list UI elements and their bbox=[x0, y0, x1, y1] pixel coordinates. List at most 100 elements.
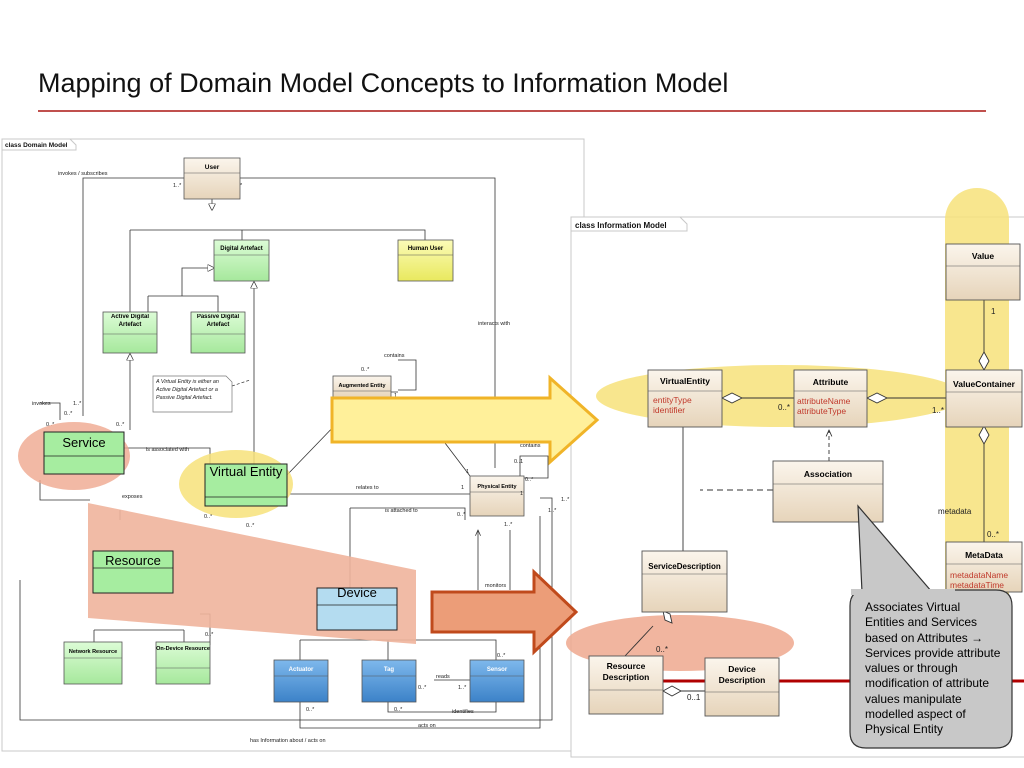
svg-text:entityType: entityType bbox=[653, 395, 692, 405]
svg-text:invokes: invokes bbox=[32, 401, 51, 407]
svg-text:Digital Artefact: Digital Artefact bbox=[220, 246, 262, 252]
svg-text:0..1: 0..1 bbox=[687, 693, 701, 702]
line-artefact-generalization bbox=[181, 268, 214, 296]
svg-text:1: 1 bbox=[461, 485, 464, 491]
info-relationships bbox=[624, 300, 985, 692]
svg-text:0..*: 0..* bbox=[205, 632, 214, 638]
svg-text:*: * bbox=[240, 183, 243, 189]
svg-text:0..*: 0..* bbox=[204, 514, 213, 520]
overlay-virtual-entity: Virtual Entity bbox=[204, 463, 288, 507]
svg-text:interacts with: interacts with bbox=[478, 321, 510, 327]
line-artefact-children bbox=[148, 295, 219, 318]
svg-text:1: 1 bbox=[466, 469, 469, 475]
svg-text:0..*: 0..* bbox=[778, 403, 790, 412]
svg-text:is associated with: is associated with bbox=[146, 447, 189, 453]
svg-text:Attribute: Attribute bbox=[813, 377, 849, 387]
overlay-resource: Resource bbox=[92, 550, 174, 594]
svg-text:is attached to: is attached to bbox=[385, 508, 418, 514]
svg-text:1: 1 bbox=[520, 491, 523, 497]
svg-text:monitors: monitors bbox=[485, 583, 506, 589]
svg-text:1..*: 1..* bbox=[548, 508, 557, 514]
overlay-device: Device bbox=[316, 585, 398, 631]
svg-text:Actuator: Actuator bbox=[289, 667, 314, 673]
callout-text: Associates Virtual Entities and Services… bbox=[865, 600, 1001, 737]
domain-labels: invokes / subscribes interacts with cont… bbox=[32, 171, 570, 744]
svg-text:0..*: 0..* bbox=[525, 477, 534, 483]
svg-text:1..*: 1..* bbox=[173, 183, 182, 189]
svg-text:0..*: 0..* bbox=[497, 653, 506, 659]
svg-text:1..*: 1..* bbox=[504, 522, 513, 528]
class-network-resource: Network Resource bbox=[63, 641, 123, 685]
callout-seam-cover bbox=[851, 589, 955, 595]
class-association: Association bbox=[772, 460, 884, 523]
svg-text:metadataTime: metadataTime bbox=[950, 580, 1004, 590]
svg-text:1..*: 1..* bbox=[73, 401, 82, 407]
mapping-arrow-virtual-entity bbox=[330, 374, 600, 466]
svg-text:Human User: Human User bbox=[408, 246, 444, 252]
class-human-user: Human User bbox=[397, 239, 454, 282]
svg-text:MetaData: MetaData bbox=[965, 550, 1003, 560]
svg-text:contains: contains bbox=[384, 353, 405, 359]
svg-text:1..*: 1..* bbox=[561, 497, 570, 503]
svg-text:0..*: 0..* bbox=[64, 411, 73, 417]
svg-text:1..*: 1..* bbox=[458, 685, 467, 691]
svg-text:identifier: identifier bbox=[653, 405, 685, 415]
class-sensor: Sensor bbox=[469, 659, 525, 703]
svg-text:0..*: 0..* bbox=[394, 707, 403, 713]
svg-text:1: 1 bbox=[394, 393, 397, 399]
class-physical-entity: Physical Entity bbox=[469, 475, 525, 517]
line-has-information bbox=[19, 497, 553, 721]
svg-text:metadataName: metadataName bbox=[950, 570, 1008, 580]
line-is-attached-to bbox=[350, 507, 466, 520]
class-device-description: Device Description bbox=[704, 657, 780, 717]
svg-text:Augmented Entity: Augmented Entity bbox=[338, 383, 386, 389]
svg-text:exposes: exposes bbox=[122, 494, 143, 500]
svg-text:0..*: 0..* bbox=[656, 645, 668, 654]
svg-text:0..*: 0..* bbox=[457, 512, 466, 518]
svg-text:identifies: identifies bbox=[452, 709, 474, 715]
mapping-arrow-service bbox=[430, 568, 579, 656]
line-identifies bbox=[387, 702, 497, 713]
class-metadata: MetaData metadataName metadataTime bbox=[945, 541, 1023, 593]
domain-model: class Domain Model bbox=[1, 138, 585, 752]
svg-text:ServiceDescription: ServiceDescription bbox=[648, 562, 721, 571]
svg-text:has Information about / acts o: has Information about / acts on bbox=[250, 738, 326, 744]
class-actuator: Actuator bbox=[273, 659, 329, 703]
svg-text:0..*: 0..* bbox=[46, 422, 55, 428]
info-frame-label: class Information Model bbox=[575, 221, 667, 230]
svg-text:0..*: 0..* bbox=[306, 707, 315, 713]
line-sd-resourcedescription bbox=[624, 625, 654, 657]
class-value-container: ValueContainer bbox=[945, 369, 1023, 428]
svg-text:0..*: 0..* bbox=[246, 523, 255, 529]
svg-text:Network Resource: Network Resource bbox=[69, 649, 117, 655]
class-value: Value bbox=[945, 243, 1021, 301]
svg-text:Service: Service bbox=[62, 435, 105, 450]
line-invokes bbox=[40, 402, 61, 420]
svg-text:Physical Entity: Physical Entity bbox=[477, 484, 517, 490]
svg-text:1: 1 bbox=[991, 307, 996, 316]
class-active-digital-artefact: Active Digital Artefact bbox=[102, 311, 158, 354]
line-contains-right bbox=[519, 455, 549, 479]
svg-text:ValueContainer: ValueContainer bbox=[953, 379, 1016, 389]
info-frame-tab bbox=[570, 216, 688, 232]
line-invokes-subscribes bbox=[82, 177, 496, 468]
line-user-children bbox=[130, 229, 426, 242]
svg-text:relates to: relates to bbox=[356, 485, 379, 491]
svg-text:0..*: 0..* bbox=[418, 685, 427, 691]
svg-text:attributeType: attributeType bbox=[797, 406, 846, 416]
svg-text:0..*: 0..* bbox=[361, 367, 370, 373]
class-augmented-entity: Augmented Entity bbox=[332, 375, 392, 399]
class-passive-digital-artefact: Passive Digital Artefact bbox=[190, 311, 246, 354]
title-underline bbox=[38, 110, 986, 112]
svg-text:contains: contains bbox=[520, 443, 541, 449]
svg-text:reads: reads bbox=[436, 674, 450, 680]
svg-text:Value: Value bbox=[972, 251, 994, 261]
svg-text:0..*: 0..* bbox=[116, 422, 125, 428]
class-digital-artefact: Digital Artefact bbox=[213, 239, 270, 282]
svg-text:invokes / subscribes: invokes / subscribes bbox=[58, 171, 108, 177]
overlay-service: Service bbox=[43, 431, 125, 475]
line-exposes bbox=[39, 480, 90, 501]
svg-text:Sensor: Sensor bbox=[487, 667, 508, 673]
virtual-entity-note: A Virtual Entity is either an Active Dig… bbox=[152, 375, 233, 413]
